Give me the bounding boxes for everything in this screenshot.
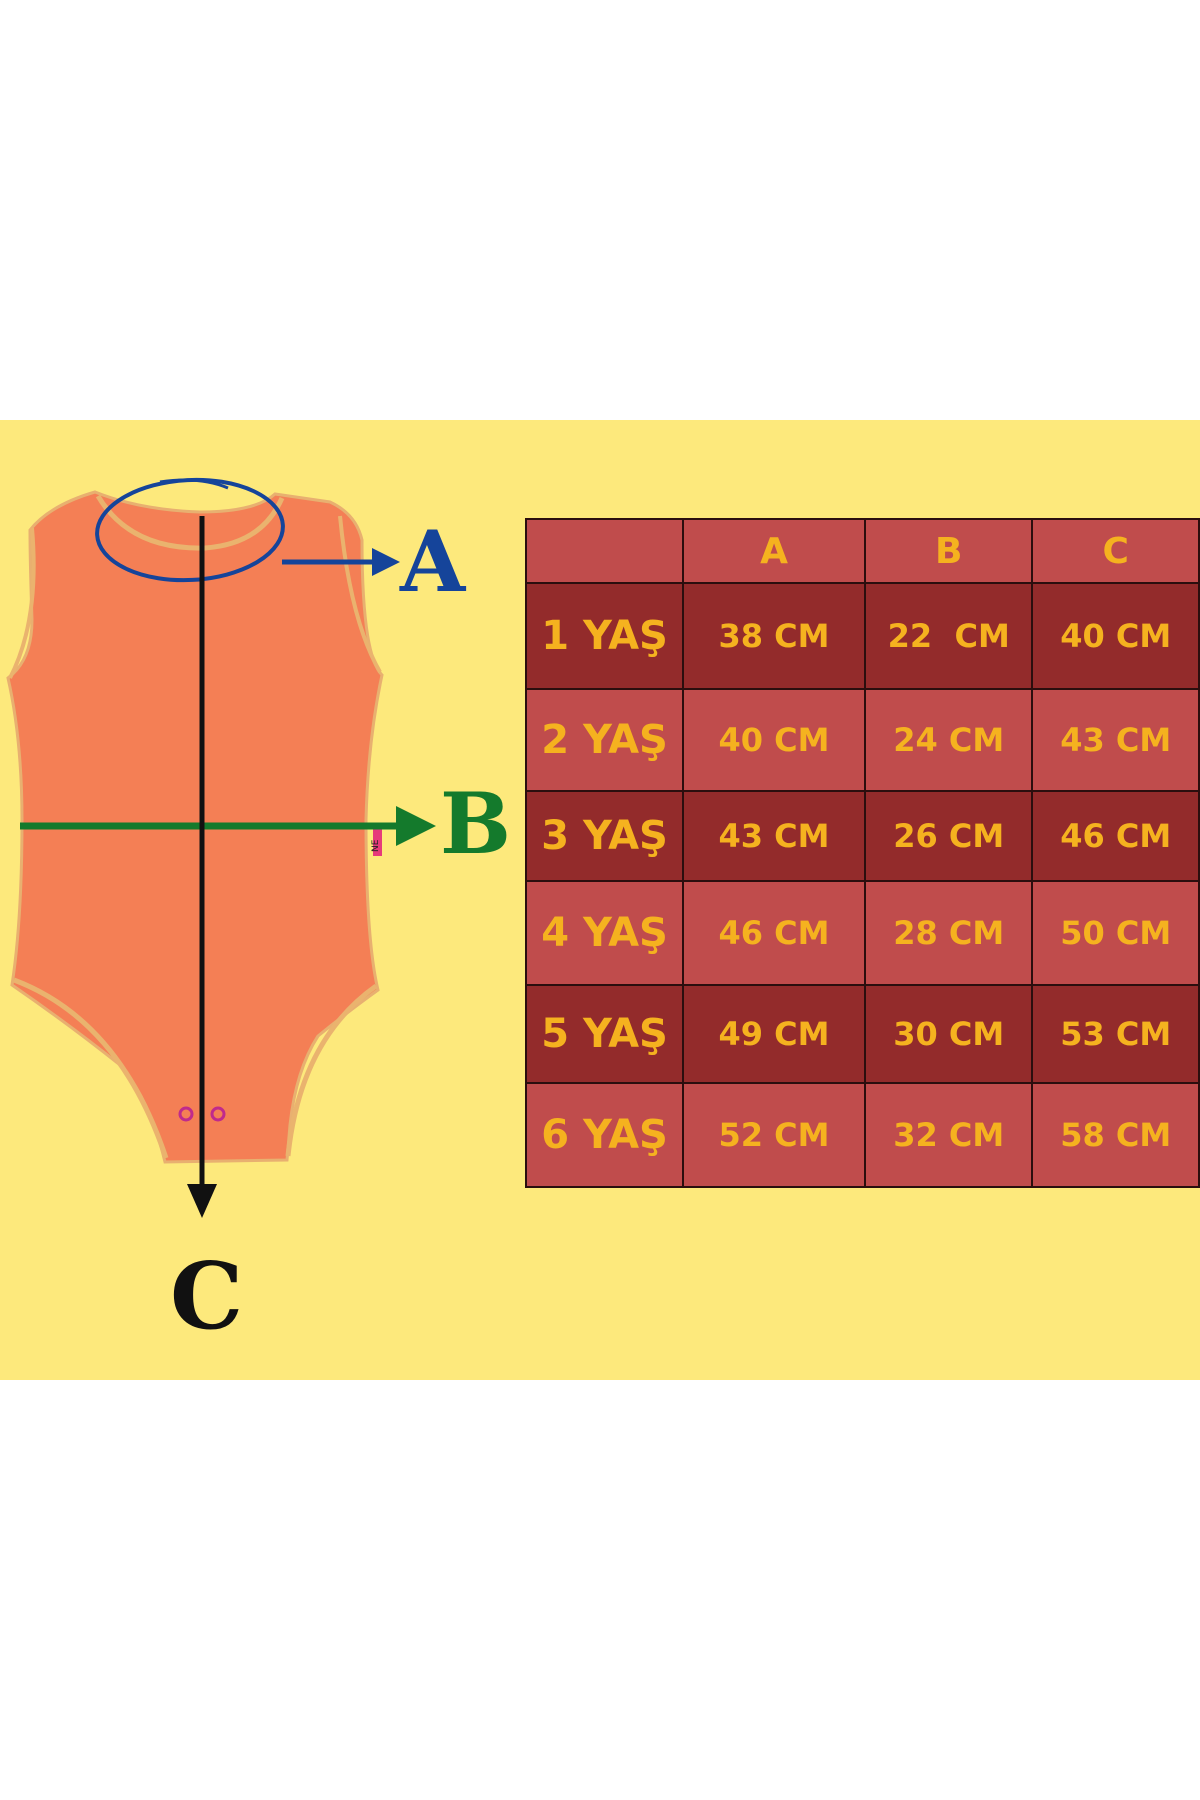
measurement-a-cell: 40 CM [682,688,866,792]
measurement-a-cell: 43 CM [682,790,866,882]
size-table-header-a: A [682,518,866,584]
measurement-b-cell: 26 CM [863,790,1034,882]
bodysuit-neckline [95,494,285,551]
measurement-b-cell: 30 CM [863,984,1034,1084]
measurement-a-cell: 38 CM [682,582,866,690]
age-cell: 6 YAŞ [524,1082,685,1188]
measurement-a-arrowhead [372,548,400,576]
measurement-c-arrowhead [187,1184,217,1218]
size-table-row: 5 YAŞ 49 CM 30 CM 53 CM [524,984,1200,1084]
measurement-c-cell: 40 CM [1031,582,1200,690]
size-table-row: 3 YAŞ 43 CM 26 CM 46 CM [524,790,1200,882]
garment-tag-text: NE [371,839,381,852]
size-table-corner-cell [524,518,685,584]
measurement-c-cell: 46 CM [1031,790,1200,882]
snap-button [178,1106,194,1122]
measurement-a-label: A [400,512,466,611]
leg-opening-left [13,977,169,1159]
measurement-b-arrowhead [396,806,436,846]
age-cell: 2 YAŞ [524,688,685,792]
age-cell: 3 YAŞ [524,790,685,882]
size-table-header-b: B [863,518,1034,584]
measurement-c-cell: 53 CM [1031,984,1200,1084]
size-table-row: 4 YAŞ 46 CM 28 CM 50 CM [524,880,1200,986]
measurement-a-cell: 49 CM [682,984,866,1084]
measurement-b-cell: 24 CM [863,688,1034,792]
size-table-header-c: C [1031,518,1200,584]
snap-button [210,1106,226,1122]
size-table: A B C 1 YAŞ 38 CM 22 CM 40 CM 2 YAŞ 40 C… [524,518,1200,1188]
leg-opening-right [285,983,378,1157]
size-table-row: 2 YAŞ 40 CM 24 CM 43 CM [524,688,1200,792]
measurement-a-cell: 46 CM [682,880,866,986]
measurement-b-cell: 32 CM [863,1082,1034,1188]
right-armhole-seam [338,515,382,673]
left-armhole-seam [8,527,36,679]
measurement-b-cell: 22 CM [863,582,1034,690]
measurement-c-label: C [170,1242,244,1350]
size-table-row: 1 YAŞ 38 CM 22 CM 40 CM [524,582,1200,690]
measurement-c-cell: 58 CM [1031,1082,1200,1188]
garment-tag [373,828,382,856]
age-cell: 1 YAŞ [524,582,685,690]
measurement-c-cell: 43 CM [1031,688,1200,792]
age-cell: 5 YAŞ [524,984,685,1084]
size-table-header-row: A B C [524,518,1200,584]
size-table-row: 6 YAŞ 52 CM 32 CM 58 CM [524,1082,1200,1188]
measurement-b-cell: 28 CM [863,880,1034,986]
age-cell: 4 YAŞ [524,880,685,986]
bodysuit-illustration: NE [6,477,436,1218]
measurement-b-label: B [440,774,511,873]
measurement-a-cell: 52 CM [682,1082,866,1188]
measurement-c-cell: 50 CM [1031,880,1200,986]
measurement-a-ellipse-tail [159,478,229,490]
size-chart-panel: NE A B C A B C 1 YAŞ 38 CM [0,420,1200,1380]
